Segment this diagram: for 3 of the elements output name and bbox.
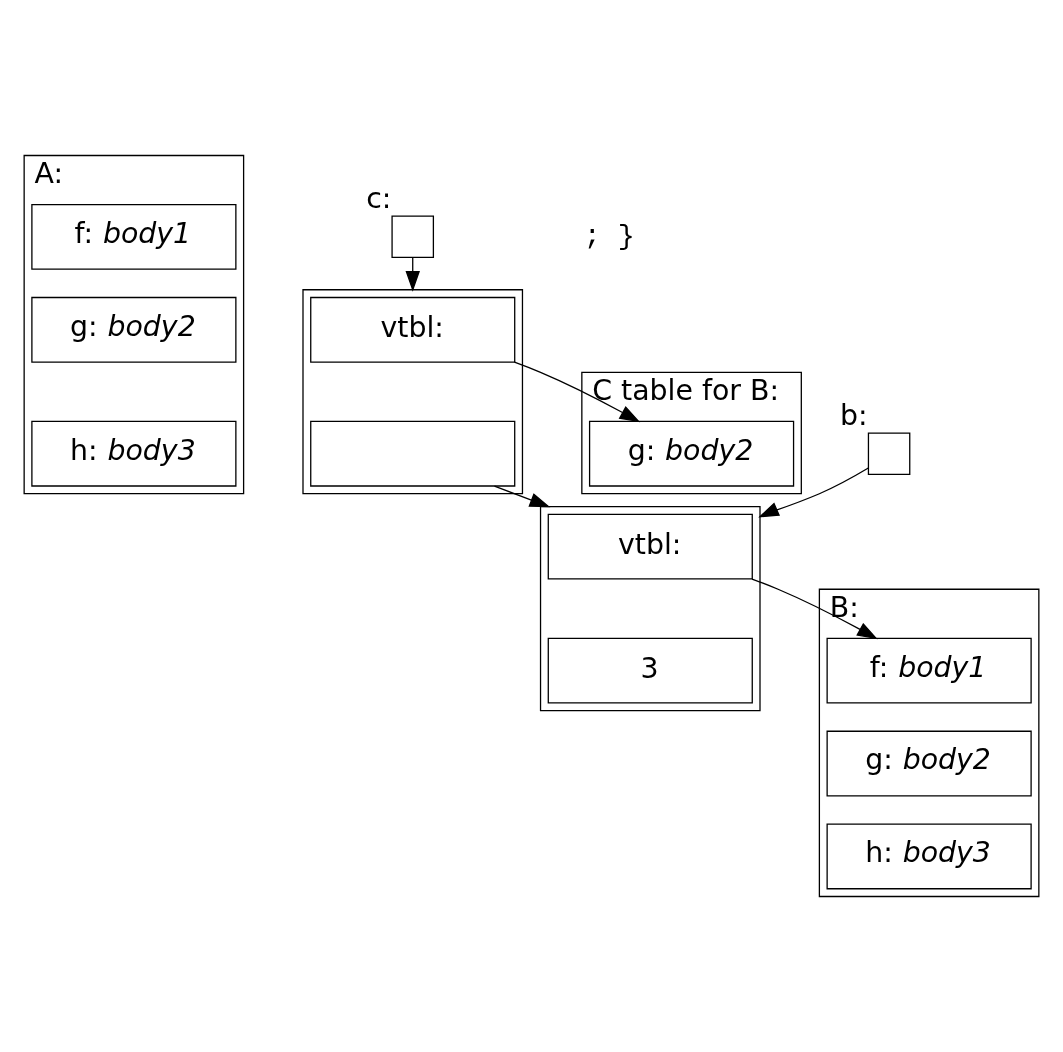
node-label: c: (366, 181, 392, 215)
label: ; } (583, 220, 635, 254)
node-label: b: (840, 398, 868, 432)
